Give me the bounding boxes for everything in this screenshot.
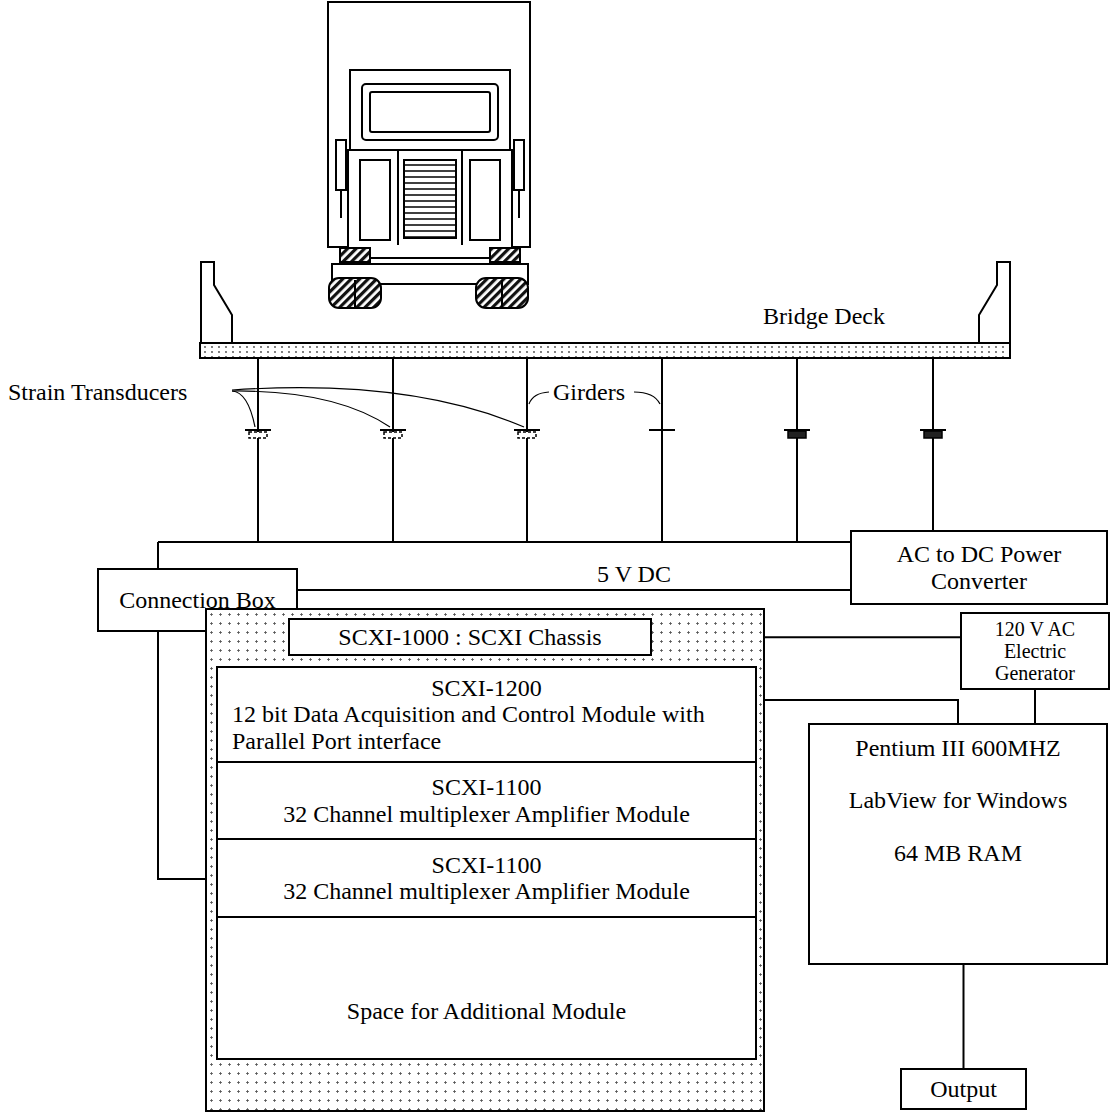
module-slot: SCXI-110032 Channel multiplexer Amplifie… <box>218 763 755 840</box>
girder <box>245 358 946 542</box>
computer-box: Pentium III 600MHZ LabView for Windows 64 … <box>808 723 1108 965</box>
box-text: LabView for Windows <box>849 787 1067 813</box>
module-slot: SCXI-120012 bit Data Acquisition and Con… <box>218 668 755 763</box>
strain-transducer <box>518 432 536 438</box>
box-text: 12 bit Data Acquisition and Control Modu… <box>232 701 722 754</box>
truck-illustration <box>490 248 520 262</box>
bridge-deck <box>200 262 1010 358</box>
truck-illustration <box>398 150 462 245</box>
sensor-wire <box>158 542 933 568</box>
truck-illustration <box>404 160 456 238</box>
truck-illustration <box>336 140 346 190</box>
module-frame <box>218 668 756 1059</box>
strain-transducer <box>249 432 267 438</box>
box-title: SCXI-1100 <box>432 774 542 800</box>
truck-illustration <box>354 280 356 307</box>
box-title: SCXI-1100 <box>432 852 542 878</box>
truck-illustration <box>360 160 500 240</box>
device-box: AC to DC Power Converter <box>850 530 1108 605</box>
sensor-wire <box>158 542 933 568</box>
box-title: 120 V AC Electric Generator <box>970 618 1100 684</box>
truck-illustration <box>340 190 342 218</box>
part-label: Bridge Deck <box>763 303 885 329</box>
chassis-housing: SCXI-1000 : SCXI ChassisSCXI-120012 bit … <box>205 608 765 1112</box>
girder <box>245 429 946 431</box>
box-title: Pentium III 600MHZ <box>855 735 1060 761</box>
box-text: 32 Channel multiplexer Amplifier Module <box>283 878 690 904</box>
wire-connector <box>963 965 965 1068</box>
wire-connector <box>298 589 850 591</box>
box-title: SCXI-1000 : SCXI Chassis <box>288 618 652 656</box>
box-title: AC to DC Power Converter <box>860 541 1098 594</box>
module-slot: SCXI-110032 Channel multiplexer Amplifie… <box>218 840 755 918</box>
device-box: Output <box>900 1068 1027 1110</box>
leader-line <box>232 391 390 427</box>
leader-line <box>232 391 255 427</box>
strain-transducer <box>384 432 402 438</box>
girder <box>258 358 933 542</box>
box-text: 64 MB RAM <box>894 840 1022 866</box>
truck-illustration <box>518 190 520 218</box>
wire-connector <box>1034 690 1036 723</box>
leader-line <box>634 392 660 404</box>
device-box: 120 V AC Electric Generator <box>960 612 1110 690</box>
truck-illustration <box>348 150 512 258</box>
part-label: Strain Transducers <box>8 379 187 405</box>
strain-transducer <box>924 431 942 438</box>
truck-illustration <box>350 70 510 150</box>
truck-illustration <box>362 84 498 140</box>
truck-illustration <box>329 278 381 308</box>
bridge-deck <box>979 262 1010 343</box>
bridge-deck <box>201 262 232 343</box>
box-title: Space for Additional Module <box>347 998 626 1024</box>
box-title: SCXI-1200 <box>431 675 542 701</box>
truck-illustration <box>340 248 370 262</box>
wire-connector <box>755 700 958 723</box>
truck-illustration <box>476 278 528 308</box>
module-slot: Space for Additional Module <box>218 918 755 1058</box>
signal-label: 5 V DC <box>594 561 674 587</box>
leader-line <box>529 392 549 404</box>
truck-illustration <box>328 2 530 308</box>
strain-transducer <box>788 431 806 438</box>
truck-illustration <box>501 280 503 307</box>
bridge-deck <box>200 343 1010 358</box>
truck-illustration <box>370 92 490 132</box>
box-title: Output <box>930 1076 997 1102</box>
strain-transducer <box>249 431 942 438</box>
part-label: Girders <box>553 379 625 405</box>
leader-line <box>232 388 524 427</box>
truck-illustration <box>514 140 524 190</box>
box-text: 32 Channel multiplexer Amplifier Module <box>283 801 690 827</box>
